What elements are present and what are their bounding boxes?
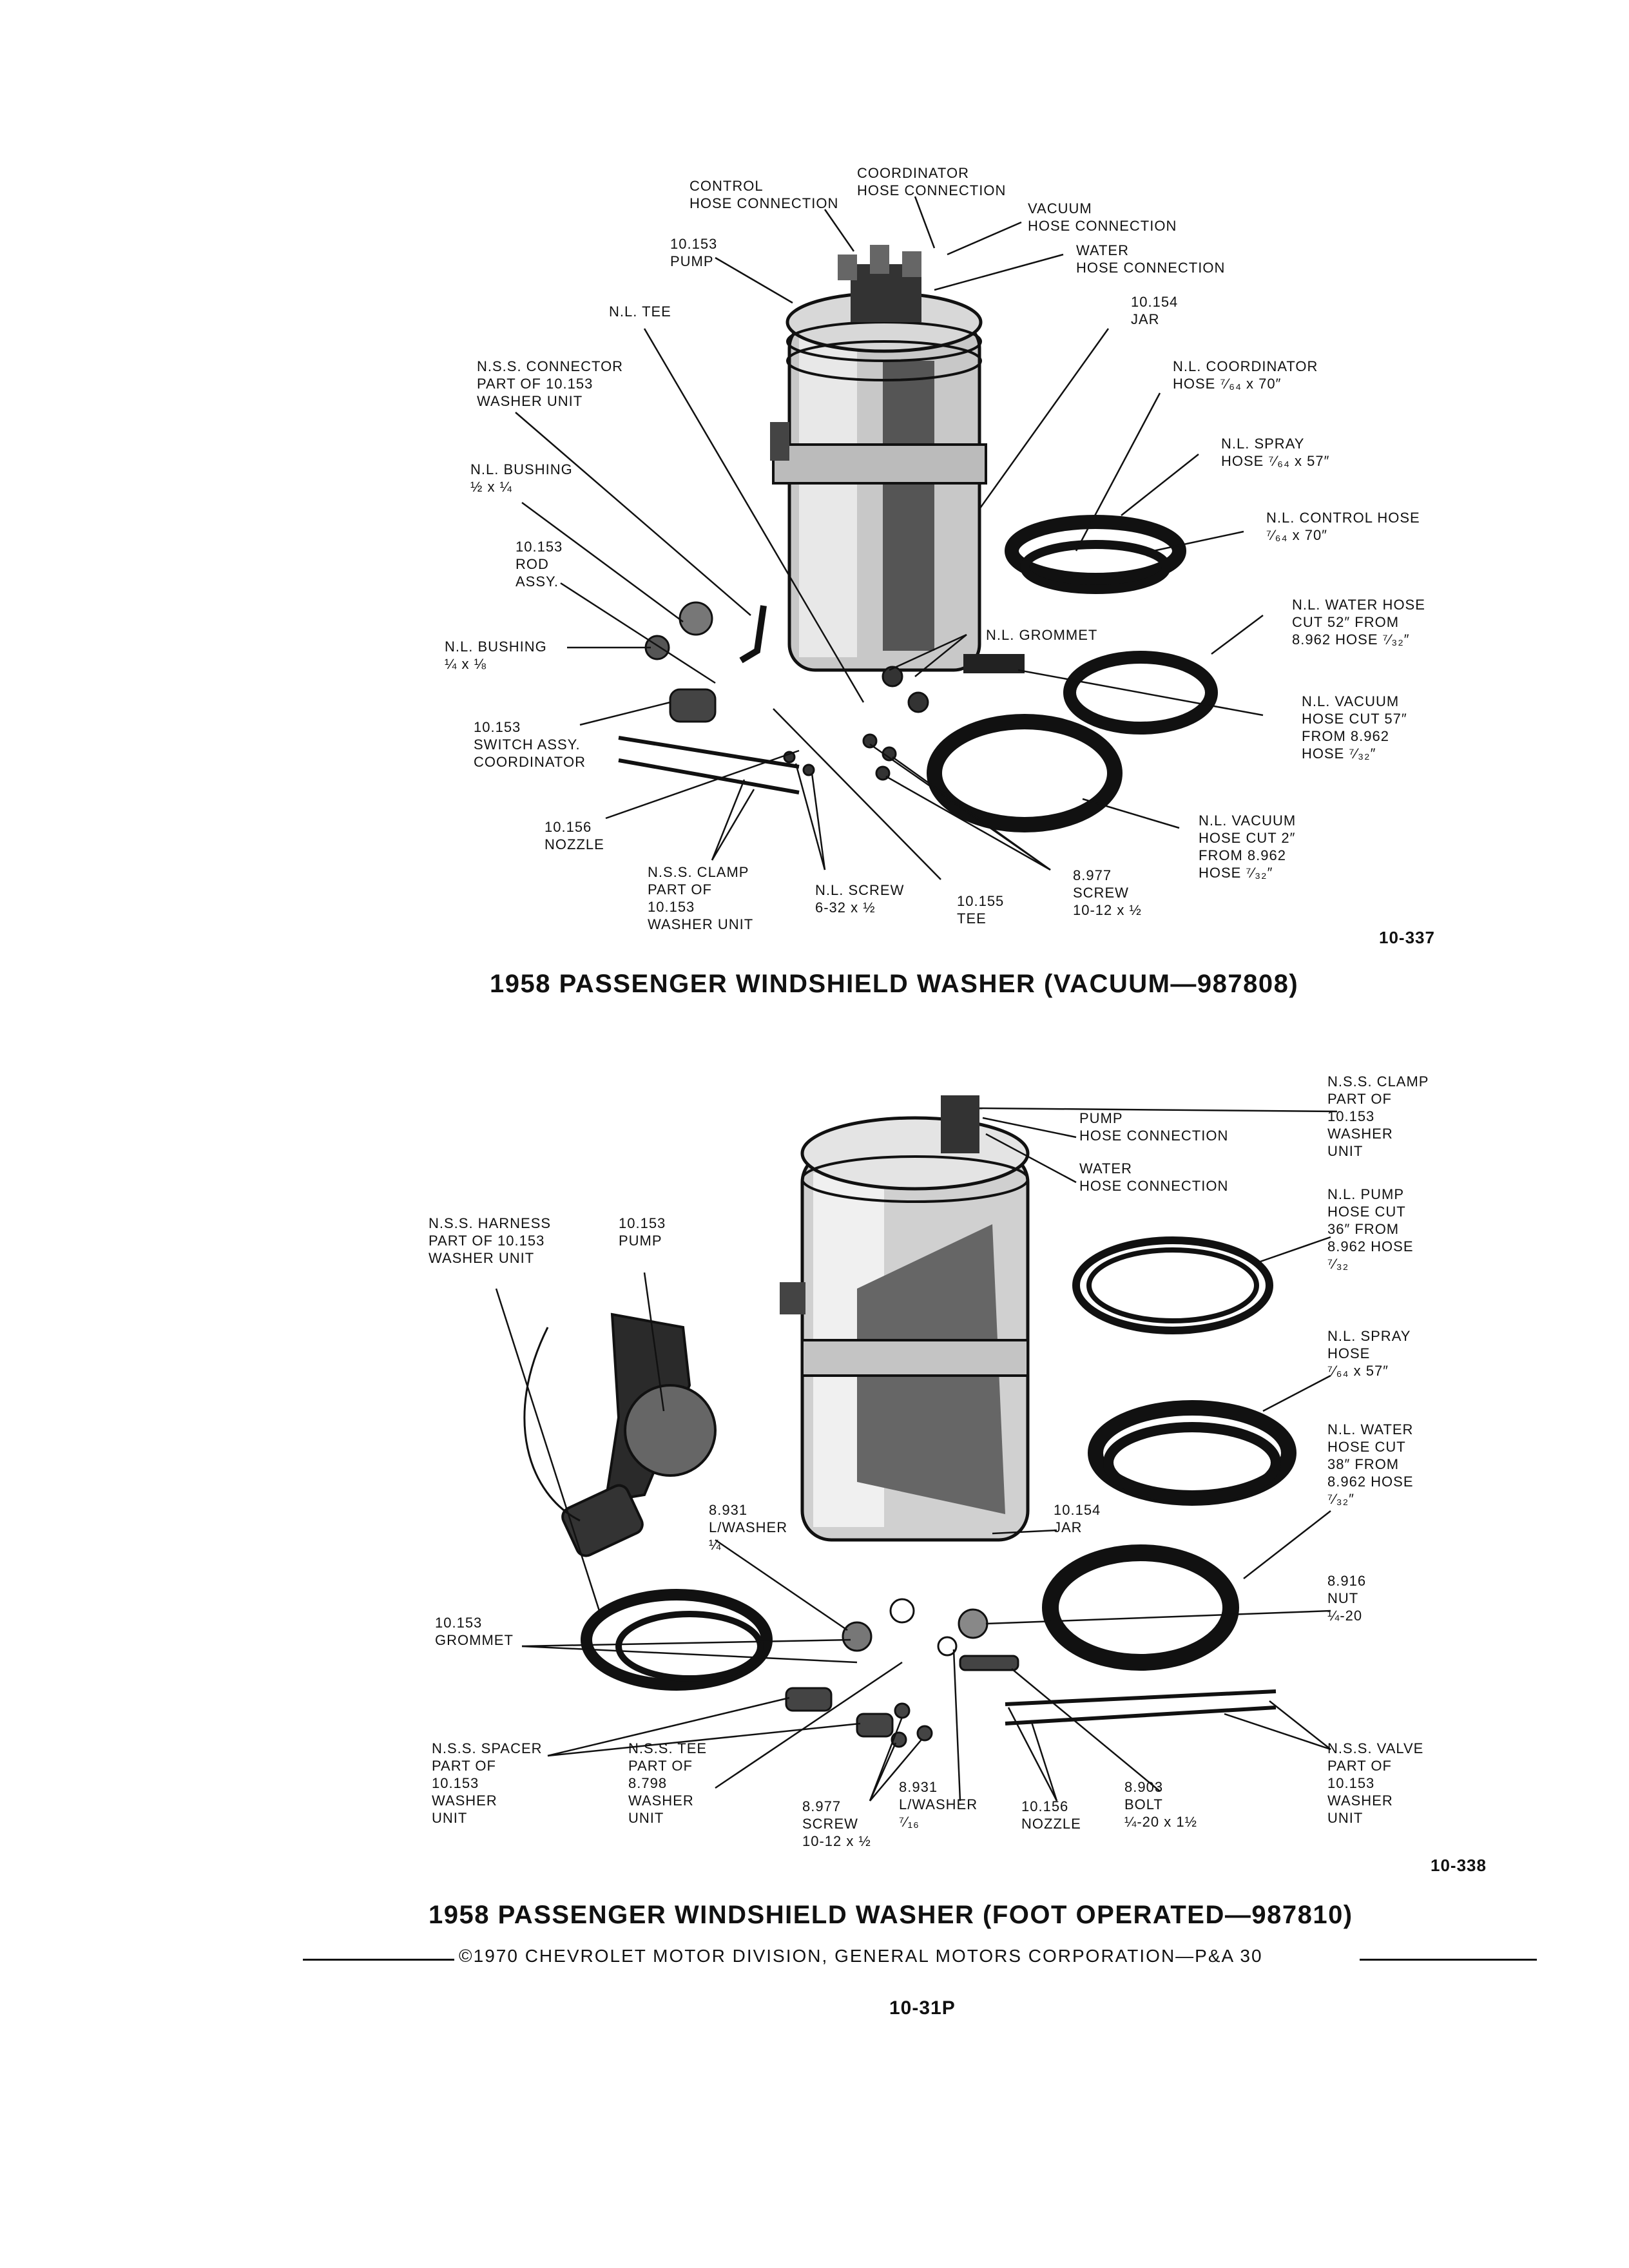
callout-vacuum-hose-57: N.L. VACUUM HOSE CUT 57″ FROM 8.962 HOSE… <box>1302 693 1407 762</box>
leader-lines-figure-2 <box>495 1107 1338 1802</box>
callout-spacer: N.S.S. SPACER PART OF 10.153 WASHER UNIT <box>432 1740 543 1826</box>
callout-clamp: N.S.S. CLAMP PART OF 10.153 WASHER UNIT <box>648 864 754 932</box>
pedal-pump-illustration <box>523 1312 717 1557</box>
callout-grommet-2: 10.153 GROMMET <box>435 1615 514 1648</box>
callout-switch-assy: 10.153 SWITCH ASSY. COORDINATOR <box>474 719 586 770</box>
callout-nozzle-2: 10.156 NOZZLE <box>1021 1798 1081 1832</box>
callout-vacuum-hose-2: N.L. VACUUM HOSE CUT 2″ FROM 8.962 HOSE … <box>1199 812 1296 881</box>
figure-caption-1: 1958 PASSENGER WINDSHIELD WASHER (VACUUM… <box>490 970 1299 998</box>
callout-spray-hose: N.L. SPRAY HOSE ⁷⁄₆₄ x 57″ <box>1221 436 1330 469</box>
footer-rule-right <box>1360 1959 1537 1961</box>
callout-water-hose-connection: WATER HOSE CONNECTION <box>1076 242 1226 276</box>
callout-tee-10155: 10.155 TEE <box>957 893 1005 927</box>
callout-coordinator-hose-connection: COORDINATOR HOSE CONNECTION <box>857 165 1007 198</box>
callout-valve: N.S.S. VALVE PART OF 10.153 WASHER UNIT <box>1327 1740 1424 1826</box>
callout-control-hose-connection: CONTROL HOSE CONNECTION <box>689 178 839 211</box>
callout-water-hose-2: N.L. WATER HOSE CUT 38″ FROM 8.962 HOSE … <box>1327 1421 1414 1507</box>
page-number: 10-31P <box>889 1997 956 2019</box>
leader-lines-figure-1 <box>515 196 1264 880</box>
copyright-footer: ©1970 CHEVROLET MOTOR DIVISION, GENERAL … <box>459 1946 1263 1966</box>
callout-bushing-half: N.L. BUSHING ½ x ¼ <box>470 461 573 495</box>
callout-lock-washer-quarter: 8.931 L/WASHER ¼ <box>709 1502 788 1553</box>
callout-screw-632: N.L. SCREW 6-32 x ½ <box>815 882 905 916</box>
callout-bolt: 8.903 BOLT ¼-20 x 1½ <box>1124 1779 1197 1830</box>
callout-grommet: N.L. GROMMET <box>986 627 1098 643</box>
jar-illustration-2 <box>780 1095 1030 1542</box>
callout-tee-2: N.S.S. TEE PART OF 8.798 WASHER UNIT <box>628 1740 708 1826</box>
callout-vacuum-hose-connection: VACUUM HOSE CONNECTION <box>1028 200 1177 234</box>
callout-jar: 10.154 JAR <box>1131 294 1179 327</box>
figure-caption-2: 1958 PASSENGER WINDSHIELD WASHER (FOOT O… <box>429 1901 1353 1929</box>
small-parts-2 <box>785 1598 1277 1748</box>
callout-lock-washer-716: 8.931 L/WASHER ⁷⁄₁₆ <box>899 1779 978 1830</box>
callout-nut: 8.916 NUT ¼-20 <box>1327 1573 1367 1624</box>
footer-rule-left <box>303 1959 454 1961</box>
callout-rod-assy: 10.153 ROD ASSY. <box>516 539 563 590</box>
callout-water-hose-connection-2: WATER HOSE CONNECTION <box>1079 1160 1229 1194</box>
callout-coordinator-hose: N.L. COORDINATOR HOSE ⁷⁄₆₄ x 70″ <box>1173 358 1318 392</box>
jar-illustration <box>770 245 987 672</box>
hose-coils-2 <box>581 1236 1296 1691</box>
callout-jar-2: 10.154 JAR <box>1054 1502 1101 1535</box>
hose-coils <box>927 515 1218 832</box>
callout-spray-hose-2: N.L. SPRAY HOSE ⁷⁄₆₄ x 57″ <box>1327 1328 1411 1379</box>
callout-pump-hose: N.L. PUMP HOSE CUT 36″ FROM 8.962 HOSE ⁷… <box>1327 1186 1414 1272</box>
callout-tee: N.L. TEE <box>609 303 671 320</box>
callout-harness: N.S.S. HARNESS PART OF 10.153 WASHER UNI… <box>429 1215 552 1266</box>
callout-screw-2: 8.977 SCREW 10-12 x ½ <box>802 1798 871 1849</box>
callout-pump: 10.153 PUMP <box>670 236 718 269</box>
figure-id-1: 10-337 <box>1379 928 1435 947</box>
callout-control-hose: N.L. CONTROL HOSE ⁷⁄₆₄ x 70″ <box>1266 510 1420 543</box>
callout-pump-2: 10.153 PUMP <box>619 1215 666 1249</box>
callout-connector: N.S.S. CONNECTOR PART OF 10.153 WASHER U… <box>477 358 624 409</box>
callout-pump-hose-connection: PUMP HOSE CONNECTION <box>1079 1110 1229 1144</box>
figure-id-2: 10-338 <box>1431 1856 1487 1875</box>
callout-clamp-2: N.S.S. CLAMP PART OF 10.153 WASHER UNIT <box>1327 1073 1429 1159</box>
callout-screw-1012: 8.977 SCREW 10-12 x ½ <box>1073 867 1142 918</box>
callout-bushing-quarter: N.L. BUSHING ¼ x ⅛ <box>445 639 547 672</box>
callout-nozzle: 10.156 NOZZLE <box>545 819 604 852</box>
callout-water-hose: N.L. WATER HOSE CUT 52″ FROM 8.962 HOSE … <box>1292 597 1425 648</box>
